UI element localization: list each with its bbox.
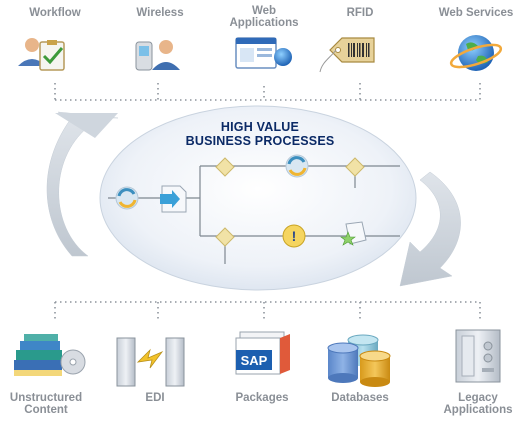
cycle-arrow-left-head [55, 113, 118, 138]
cycle-arrow-left [46, 111, 119, 257]
label-edi: EDI [145, 392, 165, 404]
bottom-connector [54, 301, 481, 322]
sap-packages-icon: SAP [235, 331, 290, 375]
process-node-cycle-start [115, 186, 139, 210]
process-node-cycle-top [285, 154, 309, 178]
label-web-applications: Web Applications [214, 5, 314, 29]
process-node-approve-doc [340, 221, 367, 246]
unstructured-content-books-icon [14, 334, 86, 376]
edi-servers-icon [116, 337, 185, 387]
wireless-phone-user-icon [135, 40, 180, 71]
label-web-applications-line-1: Web [251, 5, 277, 17]
label-unstructured-content: Unstructured Content [0, 392, 92, 416]
label-databases: Databases [331, 392, 389, 404]
label-legacy-applications-line-1: Legacy [458, 392, 498, 404]
process-ellipse [99, 105, 417, 291]
top-connector [54, 83, 481, 101]
process-node-document [160, 185, 187, 213]
diagram-title: HIGH VALUE BUSINESS PROCESSES [150, 120, 370, 148]
label-legacy-applications: Legacy Applications [432, 392, 524, 416]
sap-badge-text: SAP [241, 353, 268, 368]
label-wireless: Wireless [136, 7, 184, 19]
process-node-alert: ! [282, 224, 306, 248]
legacy-applications-server-icon [455, 329, 501, 383]
label-packages: Packages [235, 392, 289, 404]
workflow-user-clipboard-icon [18, 38, 65, 71]
process-decision-diamonds [215, 157, 365, 247]
label-unstructured-content-line-2: Content [24, 404, 68, 416]
label-web-applications-line-2: Applications [229, 17, 299, 29]
label-legacy-applications-line-2: Applications [443, 404, 513, 416]
web-applications-browser-icon [235, 37, 292, 69]
label-workflow: Workflow [29, 7, 81, 19]
label-unstructured-content-line-1: Unstructured [9, 392, 83, 404]
rfid-tag-icon [319, 37, 375, 73]
databases-cylinders-icon [327, 334, 391, 387]
label-rfid: RFID [346, 7, 374, 19]
label-web-services: Web Services [438, 7, 514, 19]
svg-text:!: ! [292, 228, 297, 244]
cycle-arrow-right [399, 171, 461, 287]
web-services-globe-icon [449, 35, 503, 71]
title-line-2: BUSINESS PROCESSES [185, 134, 335, 148]
title-line-1: HIGH VALUE [220, 120, 300, 134]
